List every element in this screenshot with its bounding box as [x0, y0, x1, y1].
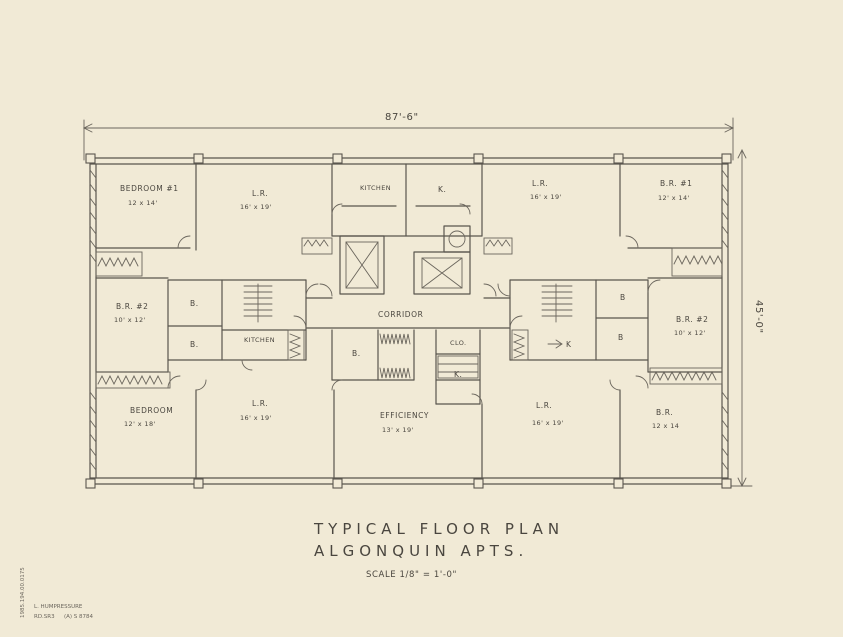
room-name-bedroom-1: BEDROOM #1	[120, 184, 179, 193]
room-size-lr-sw: 16' x 19'	[240, 414, 272, 422]
room-name-bath-east-1: B	[620, 293, 626, 302]
room-name-kitchen-west: KITCHEN	[244, 336, 275, 344]
width-dimension-line	[82, 117, 735, 161]
room-name-bath-east-2: B	[618, 333, 624, 342]
building-outline	[89, 157, 729, 485]
room-name-k-center: K.	[454, 370, 463, 379]
room-name-k-east: K	[566, 340, 572, 349]
plan-scale: SCALE 1/8" = 1'-0"	[366, 570, 457, 580]
depth-dimension-label: 45'-0"	[753, 300, 764, 334]
stairs	[243, 283, 573, 323]
room-size-br2-east: 10' x 12'	[674, 329, 706, 337]
room-size-bedroom-sw: 12' x 18'	[124, 420, 156, 428]
room-size-br2-west: 10' x 12'	[114, 316, 146, 324]
room-name-lr-nw: L.R.	[252, 189, 268, 198]
margin-note-line3: (A) S 8784	[64, 614, 94, 620]
door-swings	[167, 203, 661, 405]
structural-columns	[85, 153, 732, 489]
room-name-bath-west-2: B.	[190, 340, 199, 349]
room-size-efficiency: 13' x 19'	[382, 426, 414, 434]
room-name-kitchen-north: KITCHEN	[360, 184, 391, 192]
room-size-bedroom-1: 12 x 14'	[128, 199, 158, 207]
room-name-closet: CLO.	[450, 339, 466, 347]
margin-note-line1: L. HUMPRESSURE	[34, 604, 83, 610]
room-name-br1-ne: B.R. #1	[660, 179, 693, 188]
room-size-br-se: 12 x 14	[652, 422, 679, 430]
room-size-br1-ne: 12' x 14'	[658, 194, 690, 202]
room-name-br2-east: B.R. #2	[676, 315, 709, 324]
margin-note-line2: RD.SR3	[34, 614, 55, 620]
room-size-lr-nw: 16' x 19'	[240, 203, 272, 211]
plan-subtitle: ALGONQUIN APTS.	[314, 542, 528, 560]
room-size-lr-ne: 16' x 19'	[530, 193, 562, 201]
room-name-efficiency: EFFICIENCY	[380, 411, 429, 420]
plan-title: TYPICAL FLOOR PLAN	[313, 520, 564, 538]
heater-units	[95, 237, 723, 389]
margin-note-vertical: 1985.194.00.0175	[20, 567, 26, 618]
room-name-bath-west-1: B.	[190, 299, 199, 308]
depth-dimension-line	[727, 148, 753, 488]
room-name-br2-west: B.R. #2	[116, 302, 149, 311]
room-size-lr-se: 16' x 19'	[532, 419, 564, 427]
room-name-bedroom-sw: BEDROOM	[130, 406, 173, 415]
room-name-lr-ne: L.R.	[532, 179, 548, 188]
room-name-k-north: K.	[438, 185, 447, 194]
room-name-lr-se: L.R.	[536, 401, 552, 410]
corridor-label: CORRIDOR	[378, 310, 423, 319]
width-dimension-label: 87'-6"	[385, 112, 419, 123]
room-name-lr-sw: L.R.	[252, 399, 268, 408]
room-name-br-se: B.R.	[656, 408, 673, 417]
room-name-bath-center: B.	[352, 349, 361, 358]
interior-walls	[95, 163, 723, 479]
